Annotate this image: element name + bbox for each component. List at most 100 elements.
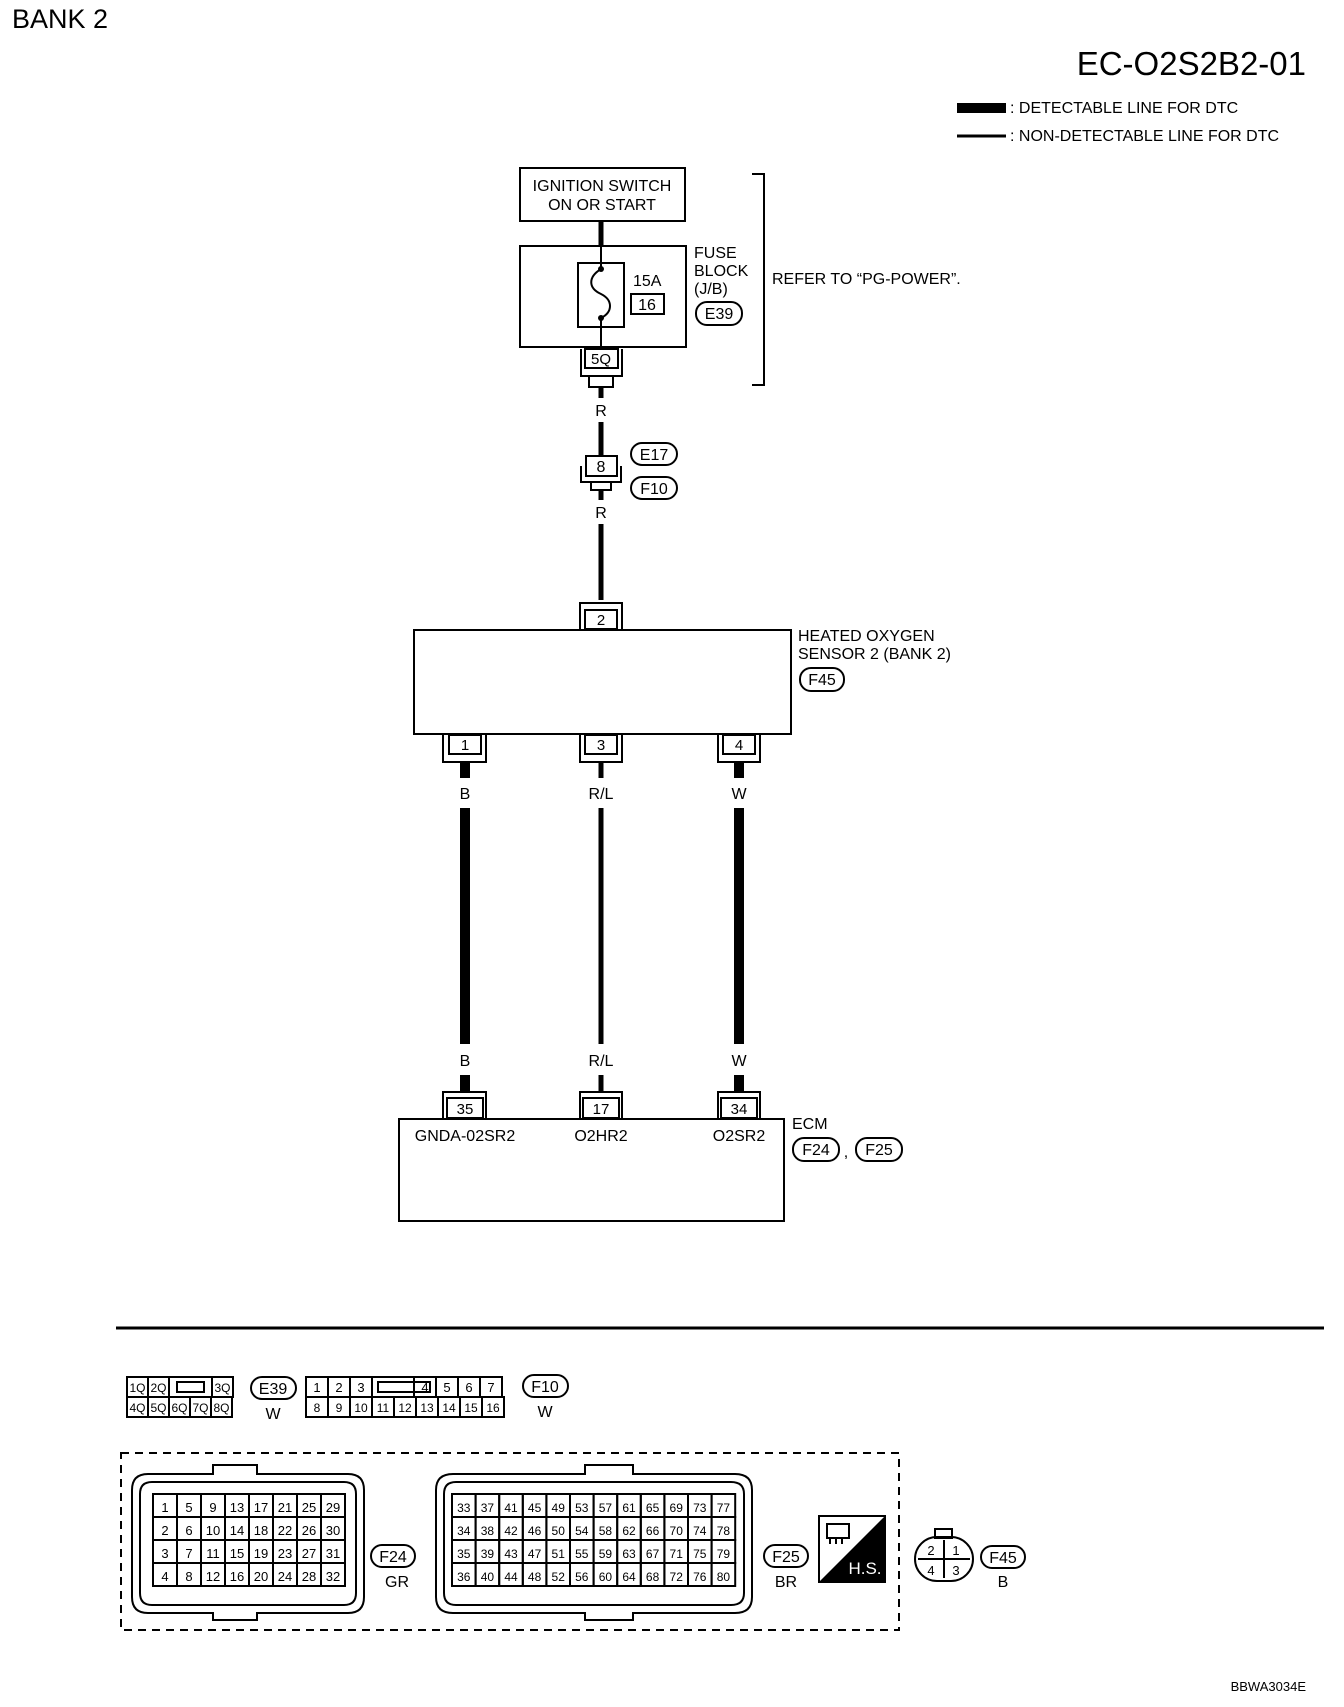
svg-text:1: 1 [461, 737, 469, 754]
f25-pin: 59 [599, 1547, 613, 1561]
f10-pin: 14 [442, 1401, 456, 1415]
f25-pin: 40 [481, 1570, 495, 1584]
e39-pin: 3Q [214, 1381, 230, 1395]
f25-pin: 77 [717, 1501, 731, 1515]
wire-color-b-bottom: B [460, 1053, 471, 1070]
f24-pin: 12 [206, 1569, 220, 1584]
refer-pg-power: REFER TO “PG-POWER”. [772, 271, 961, 288]
f25-pin: 38 [481, 1524, 495, 1538]
terminal-5q-plug [588, 376, 614, 388]
f24-face-badge [370, 1544, 416, 1568]
f10-face-badge [522, 1374, 569, 1398]
fuse-block-box [519, 245, 687, 348]
f25-pin: 46 [528, 1524, 542, 1538]
f25-pin: 80 [717, 1570, 731, 1584]
f24-pin: 5 [185, 1500, 192, 1515]
connector-icon [826, 1523, 850, 1539]
f24-pin: 11 [206, 1546, 220, 1561]
terminal-5q-box [584, 348, 619, 369]
f24-pin: 9 [209, 1500, 216, 1515]
f25-pin: 33 [457, 1501, 471, 1515]
e39-face-badge [250, 1376, 297, 1400]
svg-text:34: 34 [731, 1101, 748, 1118]
f10-pin: 9 [336, 1401, 343, 1415]
sensor-label-1: HEATED OXYGEN [798, 628, 935, 645]
f25-pin: 54 [575, 1524, 589, 1538]
f25-pin: 78 [717, 1524, 731, 1538]
svg-text:17: 17 [593, 1101, 610, 1118]
f24-pin: 4 [161, 1569, 168, 1584]
f25-pin: 43 [504, 1547, 518, 1561]
f25-pin: 74 [693, 1524, 707, 1538]
f24-pin: 30 [326, 1523, 340, 1538]
f24-face-color: GR [385, 1574, 409, 1591]
svg-text:35: 35 [457, 1101, 474, 1118]
f25-pin: 53 [575, 1501, 589, 1515]
f10-pin: 16 [486, 1401, 500, 1415]
f24-pin: 7 [185, 1546, 192, 1561]
connector-f24-badge [792, 1137, 840, 1162]
f24-pin: 1 [161, 1500, 168, 1515]
f24-pin: 29 [326, 1500, 340, 1515]
f25-pin: 73 [693, 1501, 707, 1515]
sensor-pin-3: 3 [579, 734, 623, 763]
joint-bracket [580, 466, 622, 483]
hs-label: H.S. [848, 1559, 881, 1578]
f25-pin: 70 [670, 1524, 684, 1538]
f24-pin: 8 [185, 1569, 192, 1584]
ecm-signal-o2hr2: O2HR2 [574, 1128, 627, 1145]
fuse-amp: 15A [633, 273, 662, 290]
e39-face-color: W [265, 1406, 281, 1423]
f24-pin: 6 [185, 1523, 192, 1538]
e39-pin: 7Q [192, 1401, 208, 1415]
figure-code: BBWA3034E [1231, 1679, 1307, 1694]
connector-f24-label: F24 [802, 1142, 830, 1159]
connector-e17-badge [630, 442, 678, 466]
ecm-pin-17: 17 [579, 1091, 623, 1119]
f25-pin: 55 [575, 1547, 589, 1561]
f10-pin: 13 [420, 1401, 434, 1415]
e39-pin: 1Q [129, 1381, 145, 1395]
f25-pin: 41 [504, 1501, 518, 1515]
sensor-pin-top: 2 [597, 612, 605, 629]
ignition-label-2: ON OR START [548, 197, 656, 214]
sensor-pin-4: 4 [717, 734, 761, 763]
f25-pin: 45 [528, 1501, 542, 1515]
f25-pin: 67 [646, 1547, 660, 1561]
f25-shell-inner [443, 1481, 745, 1606]
fuse-icon [590, 268, 611, 319]
f10-pin: 15 [464, 1401, 478, 1415]
f25-pin: 37 [481, 1501, 495, 1515]
f25-pin: 42 [504, 1524, 518, 1538]
f25-pin: 35 [457, 1547, 471, 1561]
f25-pin: 65 [646, 1501, 660, 1515]
wire-color-r-2: R [595, 505, 607, 522]
f24-shell-inner [139, 1481, 357, 1606]
f24-pin: 32 [326, 1569, 340, 1584]
f45-face-badge [980, 1545, 1026, 1569]
refer-bracket [752, 173, 765, 386]
f24-pin: 14 [230, 1523, 244, 1538]
heated-oxygen-sensor-box [413, 629, 792, 735]
legend-thick-line [957, 103, 1006, 113]
joint-terminal-box [585, 455, 618, 477]
f10-face-color: W [537, 1404, 553, 1421]
ecm-connector-group [120, 1452, 900, 1631]
f25-pin: 61 [622, 1501, 636, 1515]
joint-terminal: 8 [597, 459, 606, 476]
svg-text:3: 3 [597, 737, 605, 754]
f25-pin: 57 [599, 1501, 613, 1515]
f10-pin: 1 [313, 1380, 320, 1395]
f45-face-color: B [998, 1574, 1009, 1591]
f10-pin: 4 [421, 1380, 428, 1395]
f25-pin: 68 [646, 1570, 660, 1584]
sensor-pin-1: 1 [442, 734, 487, 763]
svg-text:1: 1 [952, 1543, 959, 1558]
f10-pin: 11 [377, 1401, 390, 1415]
connector-e39-label: E39 [705, 306, 734, 323]
